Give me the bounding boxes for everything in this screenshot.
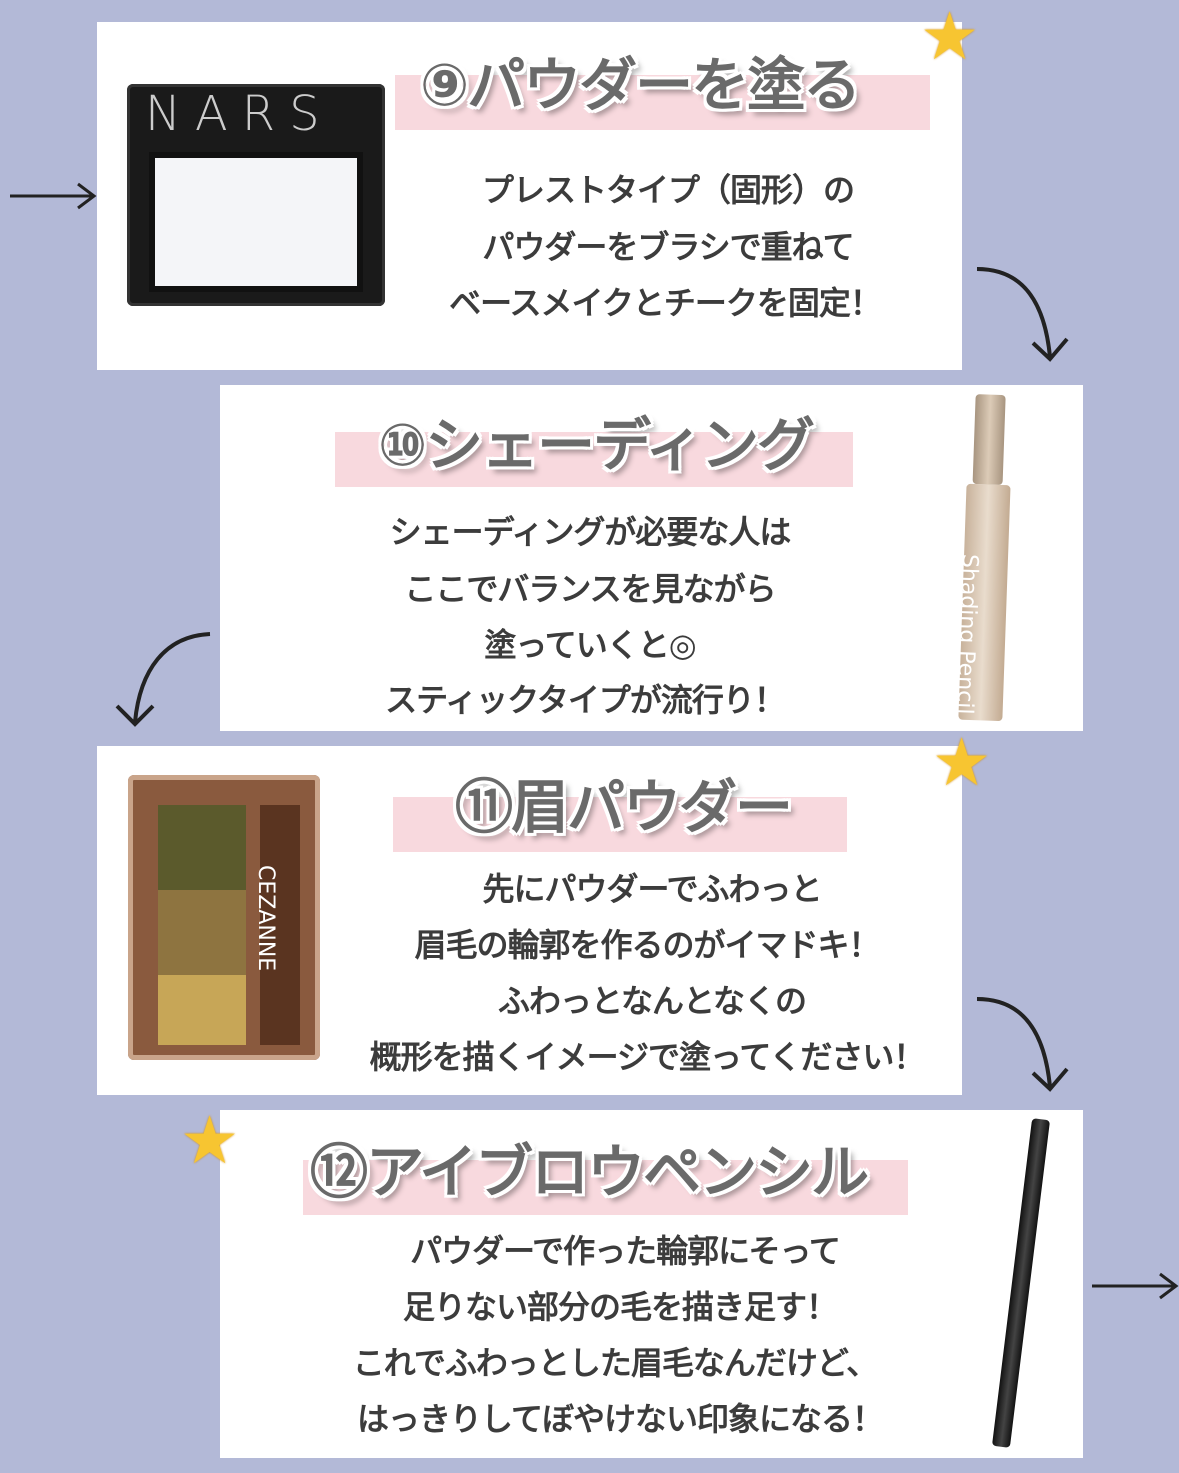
step-11-line: ふわっとなんとなくの	[497, 982, 807, 1020]
star-icon: ★	[932, 724, 992, 801]
step-9-title: ⑨パウダーを塗る	[420, 51, 861, 119]
star-icon: ★	[920, 0, 980, 75]
step-9-line: プレストタイプ（固形）の	[481, 171, 855, 209]
title-highlight	[303, 1160, 908, 1215]
step-9-line: パウダーをブラシで重ねて	[482, 228, 854, 266]
title-highlight	[393, 797, 847, 852]
step-10-title: ⑩シェーディング	[378, 411, 815, 479]
shading-pencil-product: Shading Pencil	[952, 394, 1045, 723]
step-11-title: ⑪眉パウダー	[455, 773, 793, 841]
nars-powder-compact: NARS	[127, 84, 385, 306]
nars-logo: NARS	[145, 86, 334, 142]
eyebrow-powder-palette: CEZANNE	[128, 775, 320, 1060]
arrow-curve-down-icon	[976, 267, 1069, 362]
arrow-right-icon	[10, 182, 97, 210]
step-12-line: これでふわっとした眉毛なんだけど、	[352, 1344, 878, 1382]
step-11-line: 概形を描くイメージで塗ってください！	[369, 1038, 926, 1076]
star-icon: ★	[180, 1102, 240, 1179]
step-10-line: ここでバランスを見ながら	[404, 570, 776, 608]
step-9-line: ベースメイクとチークを固定！	[449, 284, 882, 322]
step-12-title: ⑫アイブロウペンシル	[310, 1138, 869, 1206]
arrow-right-icon	[1092, 1272, 1179, 1300]
step-11-line: 先にパウダーでふわっと	[482, 870, 822, 908]
step-10-line: シェーディングが必要な人は	[389, 513, 792, 551]
step-11-line: 眉毛の輪郭を作るのがイマドキ！	[414, 926, 880, 964]
step-10-line: 塗っていくと◎	[484, 626, 696, 664]
step-12-line: はっきりしてぼやけない印象になる！	[356, 1400, 884, 1438]
step-10-line: スティックタイプが流行り！	[385, 681, 786, 719]
title-highlight	[395, 75, 930, 130]
arrow-curve-down-icon	[115, 632, 211, 727]
title-highlight	[335, 432, 853, 487]
step-12-line: 足りない部分の毛を描き足す！	[402, 1288, 838, 1326]
step-12-line: パウダーで作った輪郭にそって	[410, 1232, 841, 1270]
arrow-curve-down-icon	[976, 997, 1069, 1092]
powder-pan	[149, 152, 363, 292]
